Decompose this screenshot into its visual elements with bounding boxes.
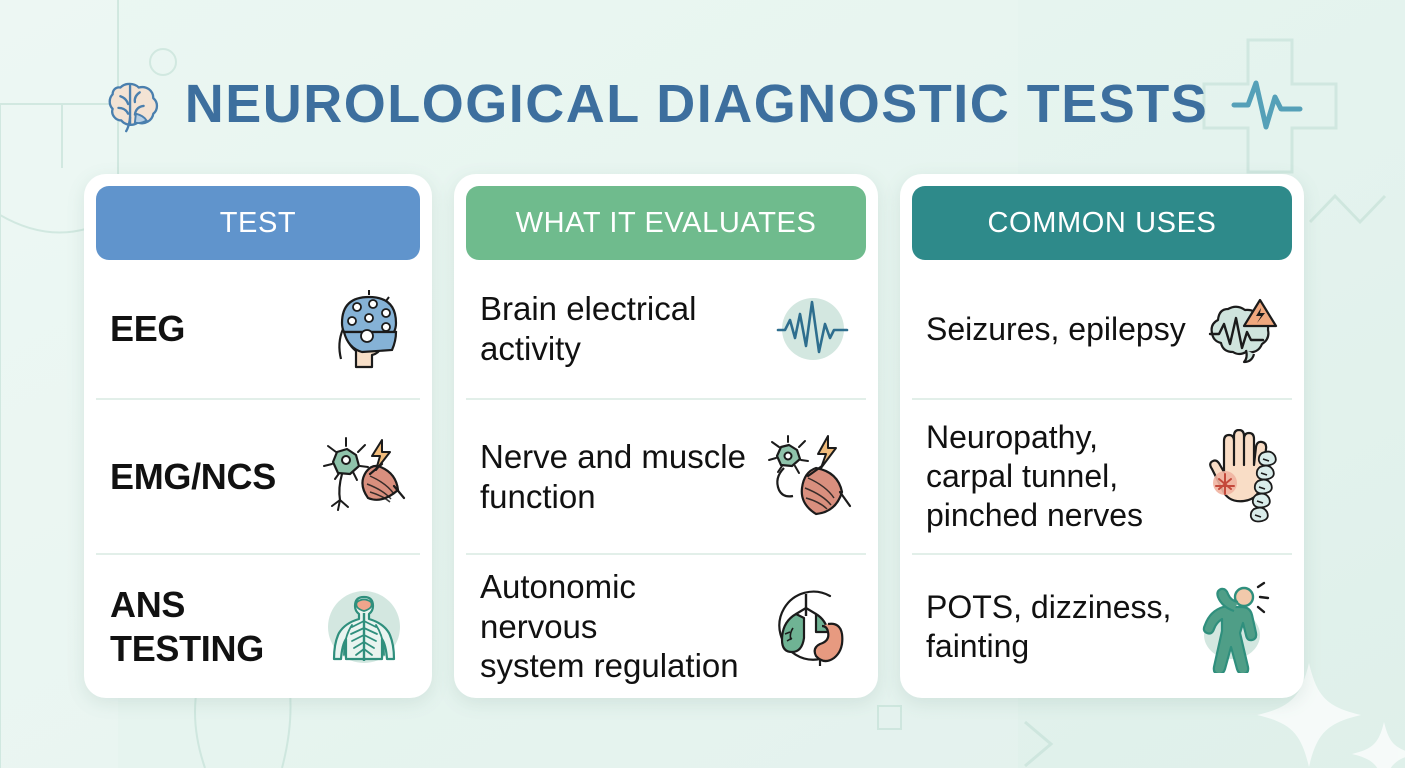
- brainwave-circle-icon: [776, 298, 849, 360]
- comparison-table: TEST EEG: [84, 174, 1316, 698]
- lungs-stomach-icon: [778, 590, 844, 666]
- dizzy-person-icon: [1202, 581, 1270, 673]
- table-row[interactable]: Autonomic nervous system regulation: [466, 555, 866, 698]
- row-label: Brain electrical activity: [480, 290, 697, 367]
- row-label: Neuropathy, carpal tunnel, pinched nerve…: [926, 418, 1144, 534]
- row-label: ANS TESTING: [110, 584, 264, 669]
- column-evaluates-rows: Brain electrical activity Nerve and musc…: [466, 260, 866, 698]
- nervous-system-body-icon: [328, 590, 400, 663]
- table-row[interactable]: Nerve and muscle function: [466, 400, 866, 555]
- row-label: POTS, dizziness, fainting: [926, 589, 1172, 664]
- column-common-uses: COMMON USES Seizures, epilepsy Neuropath…: [900, 174, 1304, 698]
- table-row[interactable]: Seizures, epilepsy: [912, 260, 1292, 400]
- column-test-rows: EEG EMG/NCS: [96, 260, 420, 698]
- heartbeat-pulse-icon: [1231, 80, 1303, 130]
- row-label: Seizures, epilepsy: [926, 310, 1186, 347]
- page-title: NEUROLOGICAL DIAGNOSTIC TESTS: [184, 74, 1209, 134]
- column-header-test: TEST: [96, 186, 420, 260]
- column-what-it-evaluates: WHAT IT EVALUATES Brain electrical activ…: [454, 174, 878, 698]
- row-label: Autonomic nervous system regulation: [480, 568, 739, 685]
- column-test: TEST EEG: [84, 174, 432, 698]
- table-row[interactable]: Neuropathy, carpal tunnel, pinched nerve…: [912, 400, 1292, 555]
- table-row[interactable]: Brain electrical activity: [466, 260, 866, 400]
- column-uses-rows: Seizures, epilepsy Neuropathy, carpal tu…: [912, 260, 1292, 698]
- table-row[interactable]: ANS TESTING: [96, 555, 420, 698]
- table-row[interactable]: POTS, dizziness, fainting: [912, 555, 1292, 698]
- column-header-what-it-evaluates: WHAT IT EVALUATES: [466, 186, 866, 260]
- page-header: NEUROLOGICAL DIAGNOSTIC TESTS: [0, 58, 1405, 150]
- row-label: EEG: [110, 308, 186, 350]
- neuron-muscle-bolt-icon: [323, 436, 406, 511]
- hand-spine-icon: [1209, 428, 1277, 522]
- table-row[interactable]: EMG/NCS: [96, 400, 420, 555]
- table-row[interactable]: EEG: [96, 260, 420, 400]
- brain-icon: [108, 82, 158, 133]
- row-label: EMG/NCS: [110, 455, 276, 497]
- neuron-muscle-bolt-icon: [768, 434, 852, 515]
- row-label: Nerve and muscle function: [480, 437, 746, 515]
- column-header-common-uses: COMMON USES: [912, 186, 1292, 260]
- eeg-cap-head-icon: [338, 290, 398, 369]
- brain-warning-icon: [1208, 298, 1278, 364]
